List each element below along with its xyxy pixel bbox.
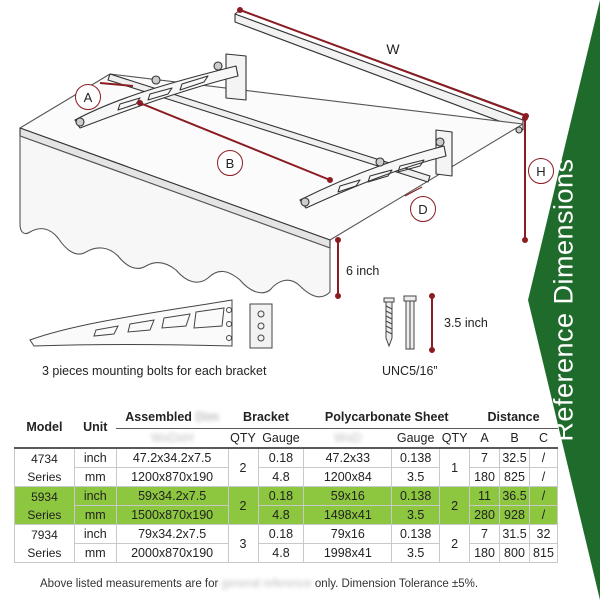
sheet-gauge-cell: 0.138 [391,486,441,506]
label-h: H [528,158,554,184]
header-c: C [529,428,558,449]
label-b: B [217,150,243,176]
header-a: A [469,428,500,449]
unit-cell: inch [73,486,117,506]
header-model: Model [14,406,75,449]
distance-c-cell: / [528,467,559,487]
sheet-qty-cell: 2 [439,486,471,525]
distance-c-cell: / [528,505,559,525]
table-row: mm 1200x870x190 4.8 1200x84 3.5 180 825 … [15,467,559,487]
sheet-size-cell: 1998x41 [303,543,393,563]
unit-cell: inch [73,447,117,468]
distance-b-cell: 36.5 [499,486,530,506]
label-w: W [386,41,400,57]
sheet-gauge-cell: 3.5 [391,505,441,525]
sheet-gauge-cell: 0.138 [391,447,441,468]
assembled-cell: 47.2x34.2x7.5 [115,447,229,468]
assembled-cell: 1500x870x190 [115,505,229,525]
sheet-qty-cell: 2 [439,524,471,563]
distance-c-cell: / [528,447,559,468]
bracket-qty-cell: 3 [227,524,259,563]
bolt-drawing [383,295,417,350]
unit-cell: inch [73,524,117,544]
assembled-cell: 2000x870x190 [115,543,229,563]
header-unit: Unit [74,406,117,449]
sheet-size-cell: 79x16 [303,524,393,544]
label-d: D [410,196,436,222]
table-row: mm 2000x870x190 4.8 1998x41 3.5 180 800 … [15,543,559,563]
distance-a-cell: 180 [469,467,500,487]
assembled-cell: 79x34.2x7.5 [115,524,229,544]
sheet-size-cell: 1498x41 [303,505,393,525]
header-bracket-qty: QTY [228,428,258,449]
header-assembled: Assembled Dim [116,406,229,429]
bracket-qty-cell: 2 [227,486,259,525]
bracket-gauge-cell: 4.8 [257,467,305,487]
bracket-qty-cell: 2 [227,447,259,487]
sheet-qty-cell: 1 [439,447,471,487]
spec-table: Model Unit Assembled Dim Bracket Polycar… [14,406,559,563]
distance-a-cell: 7 [469,447,500,468]
header-sheet-qty: QTY [439,428,470,449]
bracket-gauge-cell: 0.18 [257,524,305,544]
distance-b-cell: 825 [499,467,530,487]
header-sheet: Polycarbonate Sheet [303,406,470,429]
awning-diagram [19,7,529,353]
bracket-detail-drawing [29,299,273,349]
assembled-cell: 1200x870x190 [115,467,229,487]
distance-c-cell: / [528,486,559,506]
sheet-gauge-cell: 0.138 [391,524,441,544]
sheet-size-cell: 59x16 [303,486,393,506]
distance-a-cell: 280 [469,505,500,525]
distance-a-cell: 7 [469,524,500,544]
header-b: B [499,428,530,449]
reference-banner [528,0,600,600]
bracket-gauge-cell: 4.8 [257,505,305,525]
header-sheet-size: WxD [303,428,392,449]
distance-a-cell: 180 [469,543,500,563]
bolt-thread-label: UNC5/16” [382,364,438,378]
unit-cell: mm [73,505,117,525]
sheet-size-cell: 1200x84 [303,467,393,487]
distance-c-cell: 815 [528,543,559,563]
table-row: mm 1500x870x190 4.8 1498x41 3.5 280 928 … [15,505,559,525]
sheet-size-cell: 47.2x33 [303,447,393,468]
assembled-cell: 59x34.2x7.5 [115,486,229,506]
bracket-gauge-cell: 4.8 [257,543,305,563]
label-a: A [75,84,101,110]
header-assembled-sub: WxDxH [116,428,229,449]
bolts-caption: 3 pieces mounting bolts for each bracket [42,364,267,378]
distance-a-cell: 11 [469,486,500,506]
bolt-length-label: 3.5 inch [444,316,488,330]
sheet-gauge-cell: 3.5 [391,543,441,563]
header-bracket: Bracket [228,406,304,429]
header-bracket-gauge: Gauge [258,428,304,449]
bracket-gauge-cell: 0.18 [257,447,305,468]
bracket-gauge-cell: 0.18 [257,486,305,506]
unit-cell: mm [73,543,117,563]
tolerance-footnote: Above listed measurements are for genera… [40,578,479,590]
distance-b-cell: 800 [499,543,530,563]
distance-b-cell: 32.5 [499,447,530,468]
drop-label: 6 inch [346,264,380,278]
distance-c-cell: 32 [528,524,559,544]
distance-b-cell: 31.5 [499,524,530,544]
distance-b-cell: 928 [499,505,530,525]
sheet-gauge-cell: 3.5 [391,467,441,487]
header-distance: Distance [469,406,558,429]
unit-cell: mm [73,467,117,487]
header-sheet-gauge: Gauge [391,428,440,449]
